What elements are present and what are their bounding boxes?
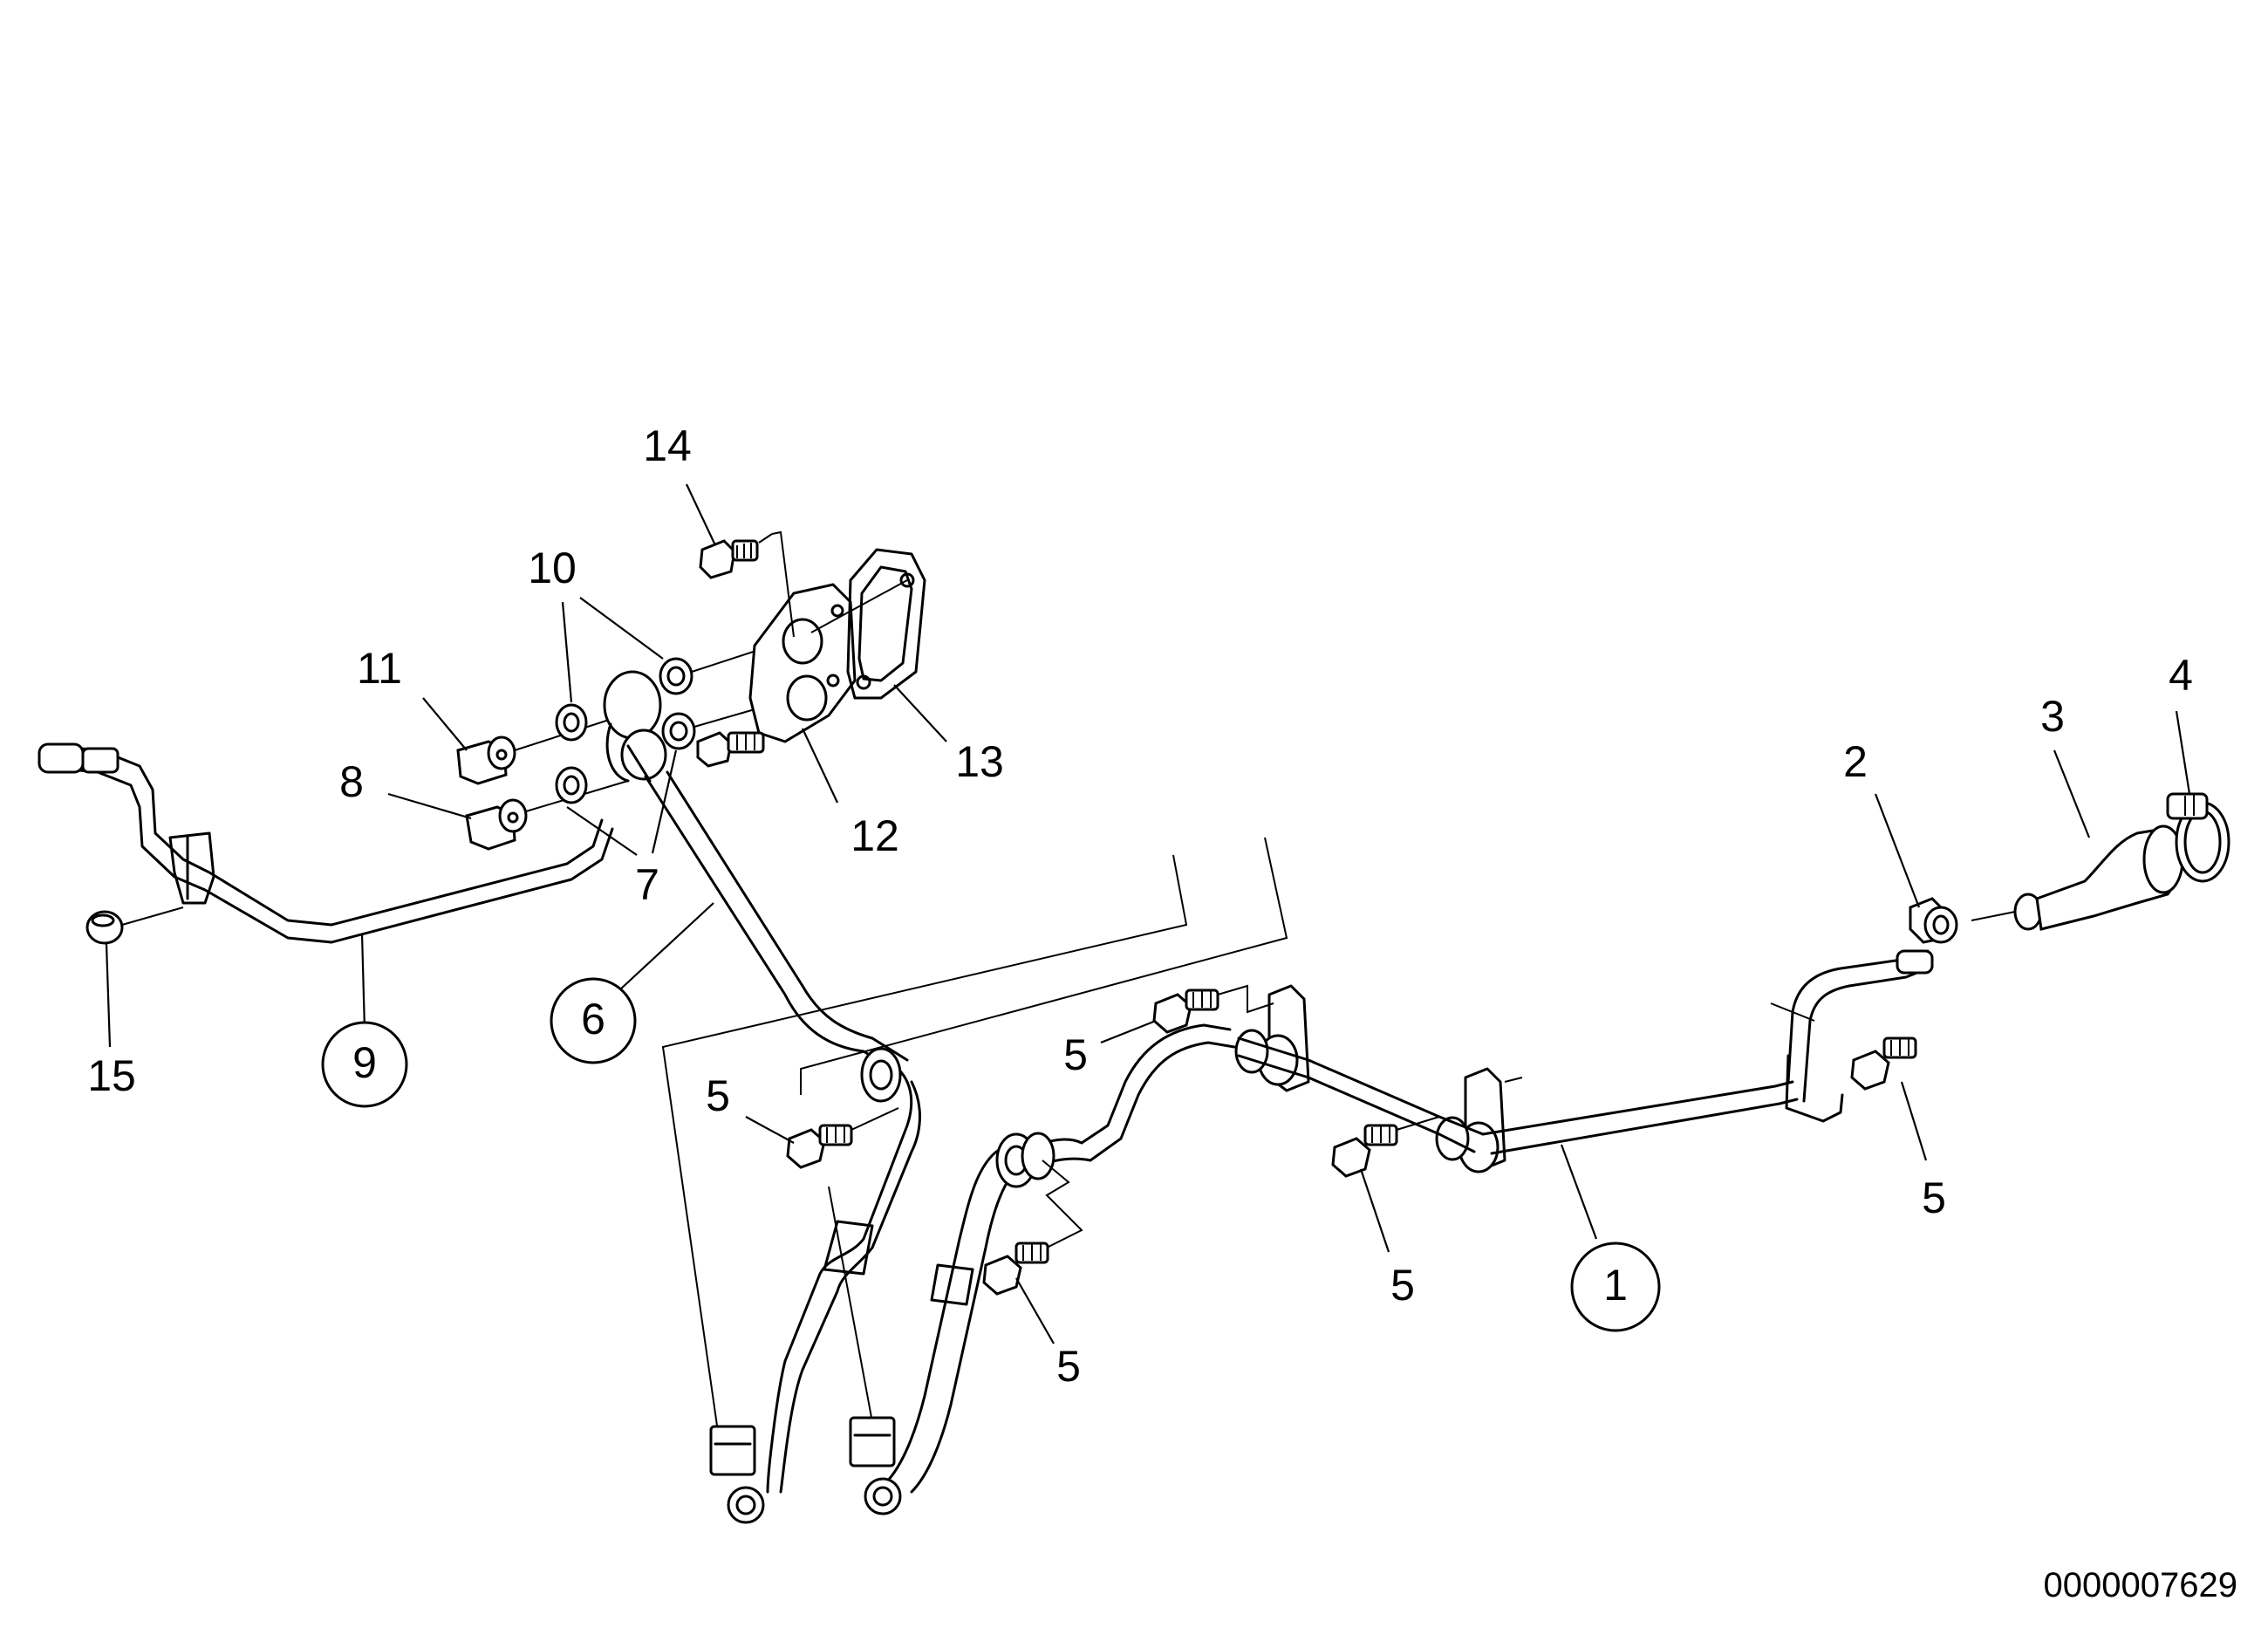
pipe-9 — [38, 742, 614, 944]
washer-7-left — [555, 766, 588, 804]
callout-13: 13 — [955, 737, 1004, 786]
hose-end-left — [709, 1425, 765, 1524]
hose-right — [884, 1023, 1236, 1494]
callout-5-center: 5 — [1390, 1261, 1415, 1310]
clip-2 — [1909, 897, 1958, 944]
callout-circle-1: 1 — [1570, 1242, 1661, 1332]
bolt-5-a — [786, 1107, 899, 1169]
clamp-bracket-lower — [1435, 1067, 1523, 1173]
callout-2: 2 — [1843, 737, 1868, 786]
svg-text:9: 9 — [352, 1038, 377, 1087]
callout-7: 7 — [635, 860, 659, 909]
callout-15: 15 — [87, 1051, 136, 1100]
callout-14: 14 — [643, 421, 692, 470]
svg-text:6: 6 — [581, 995, 605, 1043]
gasket-13 — [810, 548, 926, 700]
pipe-1 — [1237, 949, 1934, 1155]
callout-circle-9: 9 — [321, 1021, 408, 1108]
callout-11: 11 — [357, 644, 402, 693]
bolt-5-c — [1152, 984, 1274, 1034]
bolt-5-b — [982, 1160, 1083, 1296]
boot-3 — [1971, 824, 2184, 931]
callout-5-upper: 5 — [1063, 1030, 1088, 1079]
callout-4: 4 — [2169, 651, 2193, 700]
banjo-bolt-11 — [456, 713, 629, 785]
callout-12: 12 — [850, 811, 899, 860]
nut-15 — [85, 906, 184, 945]
svg-text:1: 1 — [1603, 1261, 1628, 1310]
pipe-6 — [626, 744, 909, 1075]
callout-5-left: 5 — [706, 1071, 730, 1120]
callout-5-right: 5 — [1922, 1173, 1946, 1222]
clamp-4 — [2166, 792, 2230, 883]
callout-labels: 14 10 11 8 7 12 13 15 5 5 5 5 5 2 3 4 9 … — [87, 421, 2193, 1391]
bolt-14 — [699, 530, 795, 638]
callout-5-lower: 5 — [1056, 1342, 1081, 1391]
callout-circle-6: 6 — [550, 977, 637, 1064]
document-number: 0000007629 — [2044, 1566, 2237, 1604]
hose-end-right — [849, 1416, 902, 1515]
washer-10-right — [659, 640, 786, 695]
hose-left — [766, 1047, 921, 1494]
callout-3: 3 — [2040, 692, 2065, 741]
leader-lines — [105, 483, 2191, 1344]
banjo-fitting — [603, 670, 667, 783]
bolt-5-e — [1850, 1036, 1917, 1091]
bolt-5-d — [1331, 1116, 1440, 1178]
callout-8: 8 — [339, 757, 364, 806]
flange-12 — [748, 583, 857, 743]
banjo-bolt-8 — [465, 780, 629, 851]
assembly-frame-lines — [661, 837, 1288, 1475]
washer-10-left — [555, 703, 588, 742]
callout-10: 10 — [528, 544, 577, 592]
bolt-flange — [696, 731, 765, 768]
